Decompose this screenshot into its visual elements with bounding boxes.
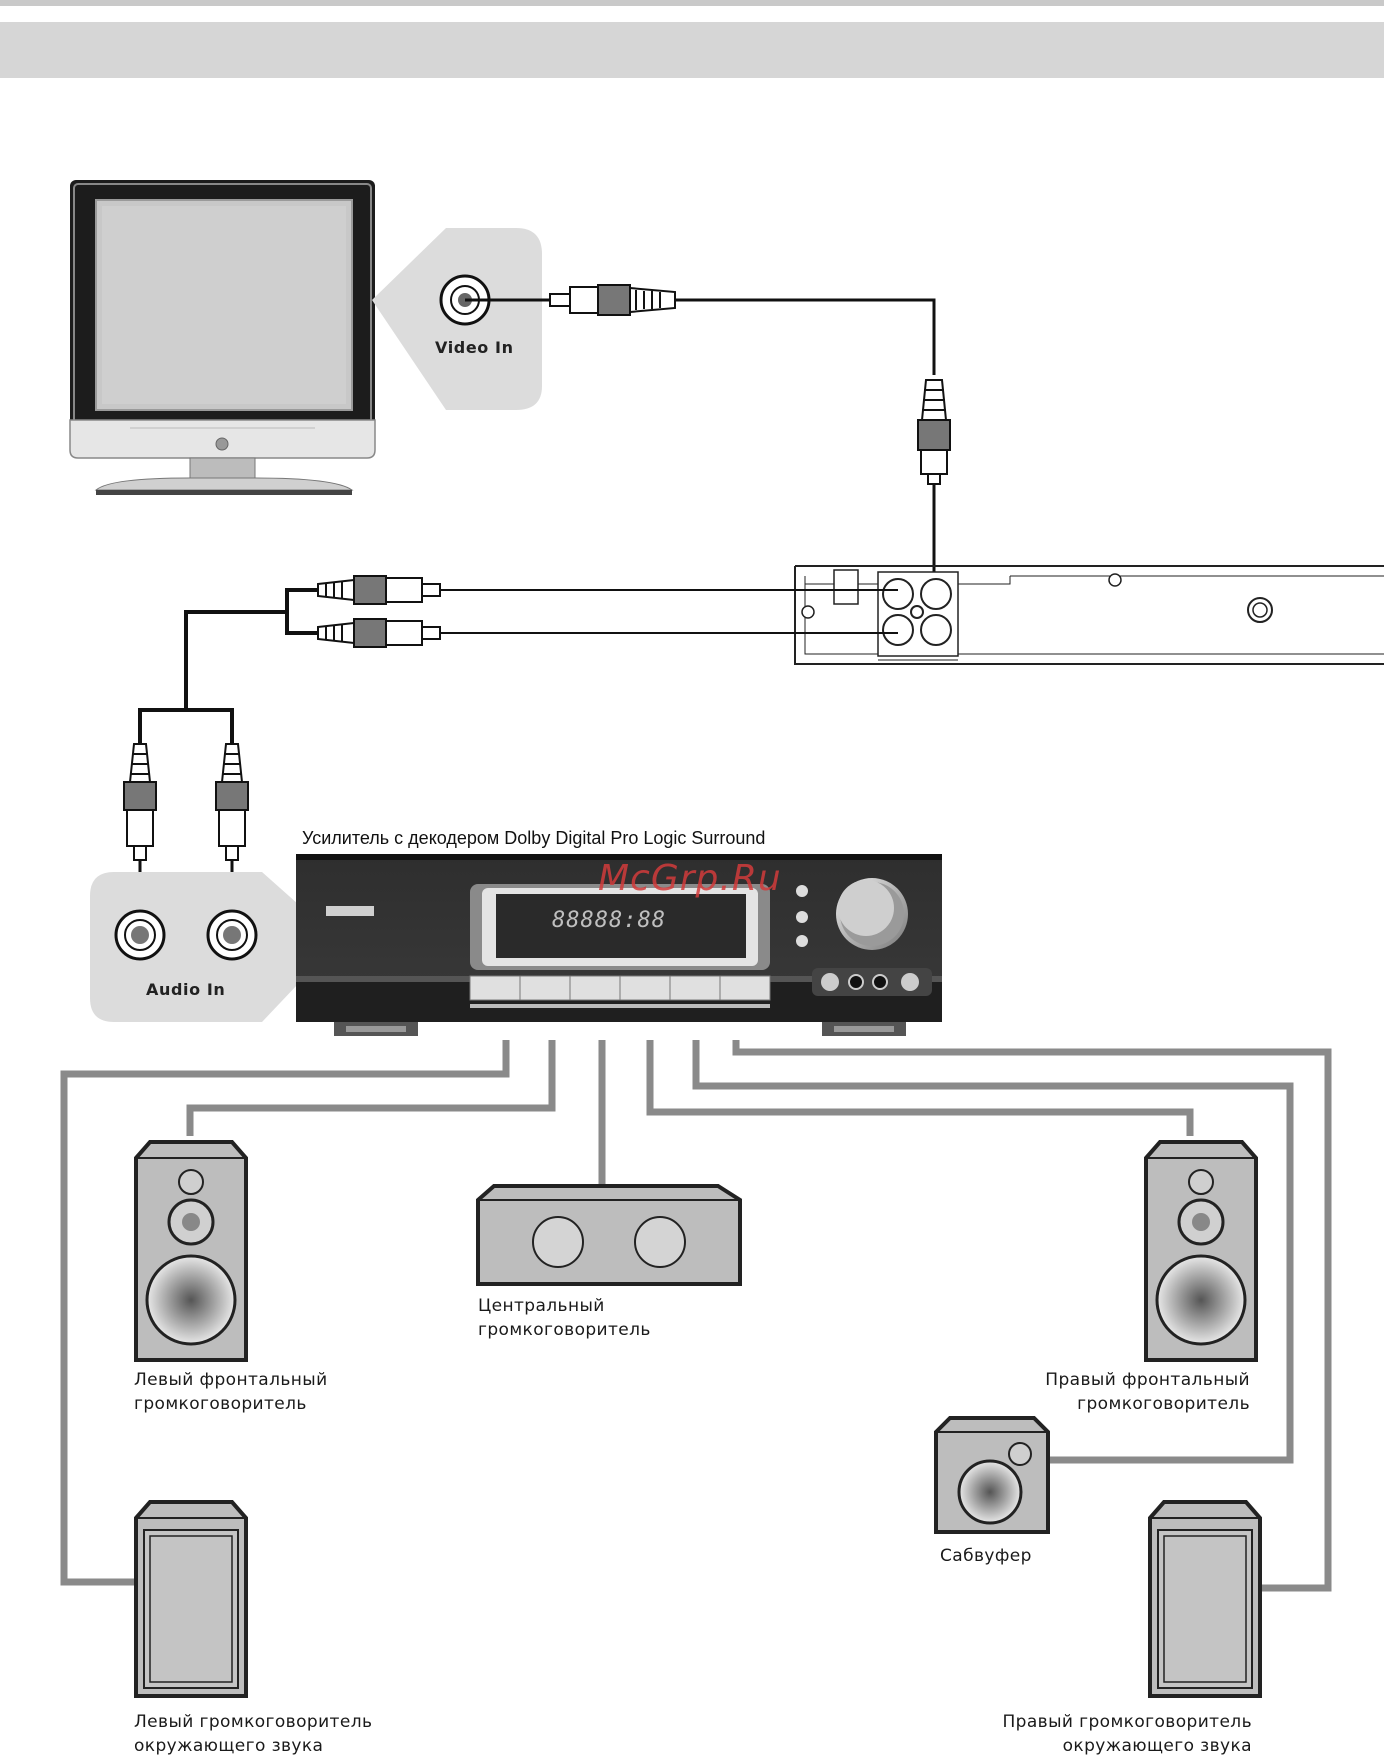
audio-cable-junction [140, 590, 318, 744]
audio-in-jack-right [208, 911, 256, 959]
subwoofer-label: Сабвуфер [940, 1544, 1032, 1568]
front-right-label-line1: Правый фронтальный [1000, 1368, 1250, 1392]
front-right-label-line2: громкоговоритель [1000, 1392, 1250, 1416]
video-in-label: Video In [435, 338, 514, 357]
rca-plug-lower [318, 619, 440, 647]
tv-monitor [70, 180, 375, 495]
video-plug-vertical [918, 380, 950, 484]
front-right-label: Правый фронтальный громкоговоритель [1000, 1368, 1250, 1416]
audio-in-label: Audio In [146, 980, 225, 999]
surround-right-speaker [1150, 1502, 1260, 1696]
watermark: McGrp.Ru [598, 858, 782, 899]
wire-front-left [190, 1040, 552, 1136]
front-left-label: Левый фронтальный громкоговоритель [134, 1368, 328, 1416]
top-rule [0, 0, 1384, 6]
surround-left-label-line1: Левый громкоговоритель [134, 1710, 372, 1734]
speaker-wires [64, 1040, 1328, 1588]
surround-right-label: Правый громкоговоритель окружающего звук… [960, 1710, 1252, 1758]
rca-plug-upper [318, 576, 440, 604]
amp-display-readout: 88888:88 [552, 908, 666, 933]
dvd-player [795, 566, 1384, 664]
front-left-speaker [136, 1142, 246, 1360]
header-band [0, 22, 1384, 78]
amplifier-title: Усилитель с декодером Dolby Digital Pro … [302, 828, 765, 849]
front-left-label-line1: Левый фронтальный [134, 1368, 328, 1392]
wire-surround-left [64, 1040, 506, 1582]
surround-left-speaker [136, 1502, 246, 1696]
center-speaker [478, 1186, 740, 1284]
center-label-line1: Центральный [478, 1294, 651, 1318]
audio-in-jack-left [116, 911, 164, 959]
surround-left-label: Левый громкоговоритель окружающего звука [134, 1710, 372, 1758]
front-left-label-line2: громкоговоритель [134, 1392, 328, 1416]
surround-right-label-line2: окружающего звука [960, 1734, 1252, 1758]
center-speaker-label: Центральный громкоговоритель [478, 1294, 651, 1342]
center-label-line2: громкоговоритель [478, 1318, 651, 1342]
video-plug-horizontal [550, 285, 675, 315]
surround-left-label-line2: окружающего звука [134, 1734, 372, 1758]
front-right-speaker [1146, 1142, 1256, 1360]
subwoofer [936, 1418, 1048, 1532]
surround-right-label-line1: Правый громкоговоритель [960, 1710, 1252, 1734]
